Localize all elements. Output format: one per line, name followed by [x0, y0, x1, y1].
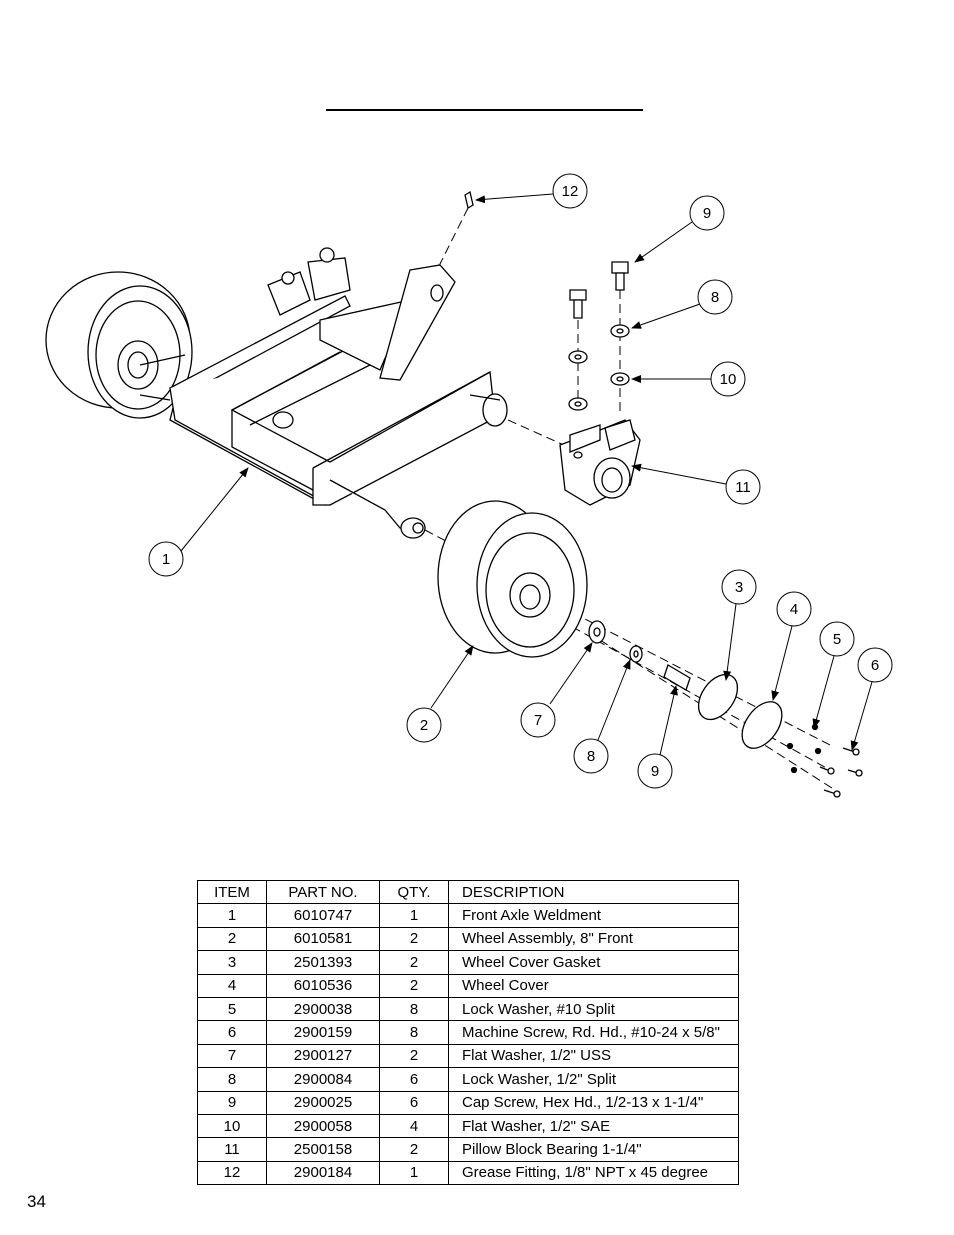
cell-part-no: 2900038 — [266, 996, 380, 1022]
cell-description: Flat Washer, 1/2" USS — [448, 1043, 739, 1069]
callout-label: 12 — [562, 183, 579, 200]
cell-item: 11 — [197, 1137, 267, 1162]
cell-item: 12 — [197, 1160, 267, 1186]
cap-screw-upper-left — [569, 289, 587, 319]
cell-part-no: 6010747 — [266, 903, 380, 928]
callout-label: 4 — [790, 601, 798, 618]
table-header-row: ITEM PART NO. QTY. DESCRIPTION — [197, 879, 739, 905]
cell-part-no: 2900159 — [266, 1020, 380, 1045]
cell-item: 7 — [197, 1043, 267, 1069]
cell-item: 5 — [197, 996, 267, 1022]
cell-qty: 6 — [379, 1067, 449, 1092]
cell-item: 2 — [197, 926, 267, 952]
cell-qty: 2 — [379, 950, 449, 975]
callout-label: 2 — [420, 717, 428, 734]
cell-description: Grease Fitting, 1/8" NPT x 45 degree — [448, 1160, 739, 1186]
cell-qty: 2 — [379, 926, 449, 952]
cell-qty: 4 — [379, 1113, 449, 1139]
cell-part-no: 6010581 — [266, 926, 380, 952]
cell-item: 3 — [197, 950, 267, 975]
cell-qty: 1 — [379, 903, 449, 928]
cell-description: Wheel Cover Gasket — [448, 950, 739, 975]
cell-qty: 2 — [379, 1043, 449, 1069]
cell-part-no: 6010536 — [266, 973, 380, 998]
header-part-no: PART NO. — [266, 879, 380, 905]
wheel-hardware — [588, 620, 863, 798]
cell-part-no: 2500158 — [266, 1137, 380, 1162]
cell-part-no: 2900084 — [266, 1067, 380, 1092]
cell-qty: 2 — [379, 973, 449, 998]
pillow-block-bearing — [559, 419, 641, 506]
cell-part-no: 2900184 — [266, 1160, 380, 1186]
callout-label: 1 — [162, 551, 170, 568]
callout-label: 7 — [534, 712, 542, 729]
callout-label: 8 — [711, 289, 719, 306]
cell-description: Flat Washer, 1/2" SAE — [448, 1113, 739, 1139]
cell-description: Lock Washer, 1/2" Split — [448, 1067, 739, 1092]
callout-label: 9 — [651, 763, 659, 780]
cell-item: 8 — [197, 1067, 267, 1092]
header-description: DESCRIPTION — [448, 879, 739, 905]
cell-description: Front Axle Weldment — [448, 903, 739, 928]
cell-item: 6 — [197, 1020, 267, 1045]
cell-part-no: 2900127 — [266, 1043, 380, 1069]
title-underline — [326, 109, 643, 111]
cell-part-no: 2501393 — [266, 950, 380, 975]
callout-label: 9 — [703, 205, 711, 222]
cell-qty: 1 — [379, 1160, 449, 1186]
cell-part-no: 2900025 — [266, 1090, 380, 1115]
callout-label: 8 — [587, 748, 595, 765]
exploded-assembly-drawing: 12 9 8 10 11 1 3 4 5 6 2 7 8 9 — [45, 173, 893, 798]
cell-item: 1 — [197, 903, 267, 928]
cell-description: Wheel Cover — [448, 973, 739, 998]
cap-screw-upper-right — [611, 261, 629, 291]
left-wheel — [45, 271, 193, 419]
cell-item: 10 — [197, 1113, 267, 1139]
cell-qty: 2 — [379, 1137, 449, 1162]
cell-part-no: 2900058 — [266, 1113, 380, 1139]
cell-qty: 6 — [379, 1090, 449, 1115]
callout-label: 5 — [833, 631, 841, 648]
cell-description: Cap Screw, Hex Hd., 1/2-13 x 1-1/4" — [448, 1090, 739, 1115]
callout-label: 11 — [735, 479, 751, 496]
cell-qty: 8 — [379, 1020, 449, 1045]
cell-item: 4 — [197, 973, 267, 998]
cell-description: Wheel Assembly, 8" Front — [448, 926, 739, 952]
cell-qty: 8 — [379, 996, 449, 1022]
cell-item: 9 — [197, 1090, 267, 1115]
washers — [568, 324, 630, 411]
header-qty: QTY. — [379, 879, 449, 905]
header-item: ITEM — [197, 879, 267, 905]
callout-label: 3 — [735, 579, 743, 596]
page-number: 34 — [27, 1192, 46, 1211]
cell-description: Pillow Block Bearing 1-1/4" — [448, 1137, 739, 1162]
callout-label: 6 — [871, 657, 879, 674]
cell-description: Lock Washer, #10 Split — [448, 996, 739, 1022]
cell-description: Machine Screw, Rd. Hd., #10-24 x 5/8" — [448, 1020, 739, 1045]
grease-fitting — [464, 190, 474, 210]
callout-label: 10 — [720, 371, 737, 388]
axle-frame — [139, 247, 508, 539]
right-wheel — [437, 500, 588, 658]
